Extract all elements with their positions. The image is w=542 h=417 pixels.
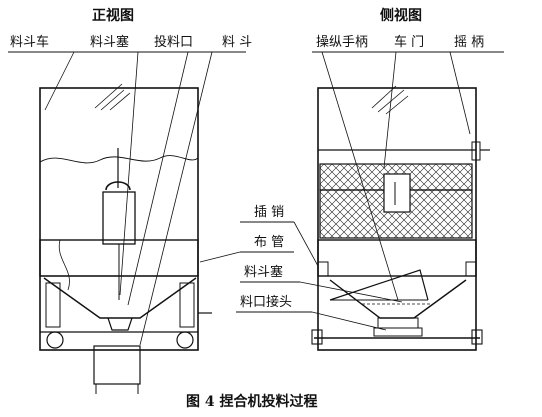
- pin-label: 插 销: [254, 205, 284, 220]
- hopper-plug-leader: [299, 281, 403, 303]
- front-inlet-label: 投料口: [154, 34, 193, 50]
- front-hopper-label: 料 斗: [222, 35, 252, 50]
- side-handle-label: 操纵手柄: [316, 34, 368, 50]
- control-handle: [329, 269, 429, 301]
- front-plug-label: 料斗塞: [90, 34, 129, 50]
- plug-cylinder: [102, 191, 136, 245]
- middle-callouts: 插 销 布 管 料斗塞 料口接头: [199, 205, 403, 331]
- figure-caption: 图 4 捏合机投料过程: [186, 393, 318, 410]
- pipe-label: 布 管: [254, 235, 284, 250]
- front-view: 料斗车 料斗塞 投料口 料 斗: [8, 34, 252, 394]
- leader-cart: [44, 51, 75, 111]
- side-glass-reflection: [371, 85, 409, 115]
- inlet-tube: [93, 345, 141, 385]
- pin-leader: [293, 221, 319, 267]
- right-side-plate: [179, 282, 195, 328]
- leader-plug: [119, 51, 139, 296]
- cart-body: [39, 87, 199, 351]
- glass-reflection: [94, 83, 131, 111]
- side-door-label: 车 门: [394, 34, 424, 50]
- inlet-joint-leader: [311, 311, 387, 331]
- side-right-bracket: [465, 261, 477, 277]
- pipe-leader: [199, 251, 241, 263]
- leader-inlet: [127, 51, 189, 306]
- leader-crank: [449, 51, 471, 135]
- front-left-wheel: [46, 331, 64, 349]
- side-hopper-outlet: [377, 317, 419, 329]
- hopper-cone: [43, 277, 197, 319]
- side-cart-body: [317, 87, 477, 351]
- side-hopper-frame: [317, 239, 477, 277]
- door-latch: [383, 173, 411, 213]
- plug-lifting-ring: [105, 181, 131, 191]
- side-view-title: 侧视图: [380, 7, 422, 24]
- material-curve: [58, 239, 70, 291]
- left-side-plate: [45, 282, 61, 328]
- hopper-nozzle: [107, 317, 133, 331]
- side-left-wheel: [311, 329, 323, 345]
- front-cart-label: 料斗车: [10, 34, 49, 50]
- front-view-title: 正视图: [92, 7, 134, 24]
- inlet-joint-label: 料口接头: [240, 294, 292, 310]
- side-crank-label: 摇 柄: [454, 35, 484, 50]
- side-right-wheel: [471, 329, 483, 345]
- leader-door: [383, 51, 397, 169]
- side-view: 操纵手柄 车 门 摇 柄: [311, 34, 504, 351]
- side-left-bracket: [317, 261, 329, 277]
- front-right-wheel: [176, 331, 194, 349]
- hopper-plug-label: 料斗塞: [244, 264, 283, 280]
- material-level: [39, 155, 199, 164]
- leader-hopper: [139, 51, 213, 346]
- side-outlet-flange: [373, 327, 423, 337]
